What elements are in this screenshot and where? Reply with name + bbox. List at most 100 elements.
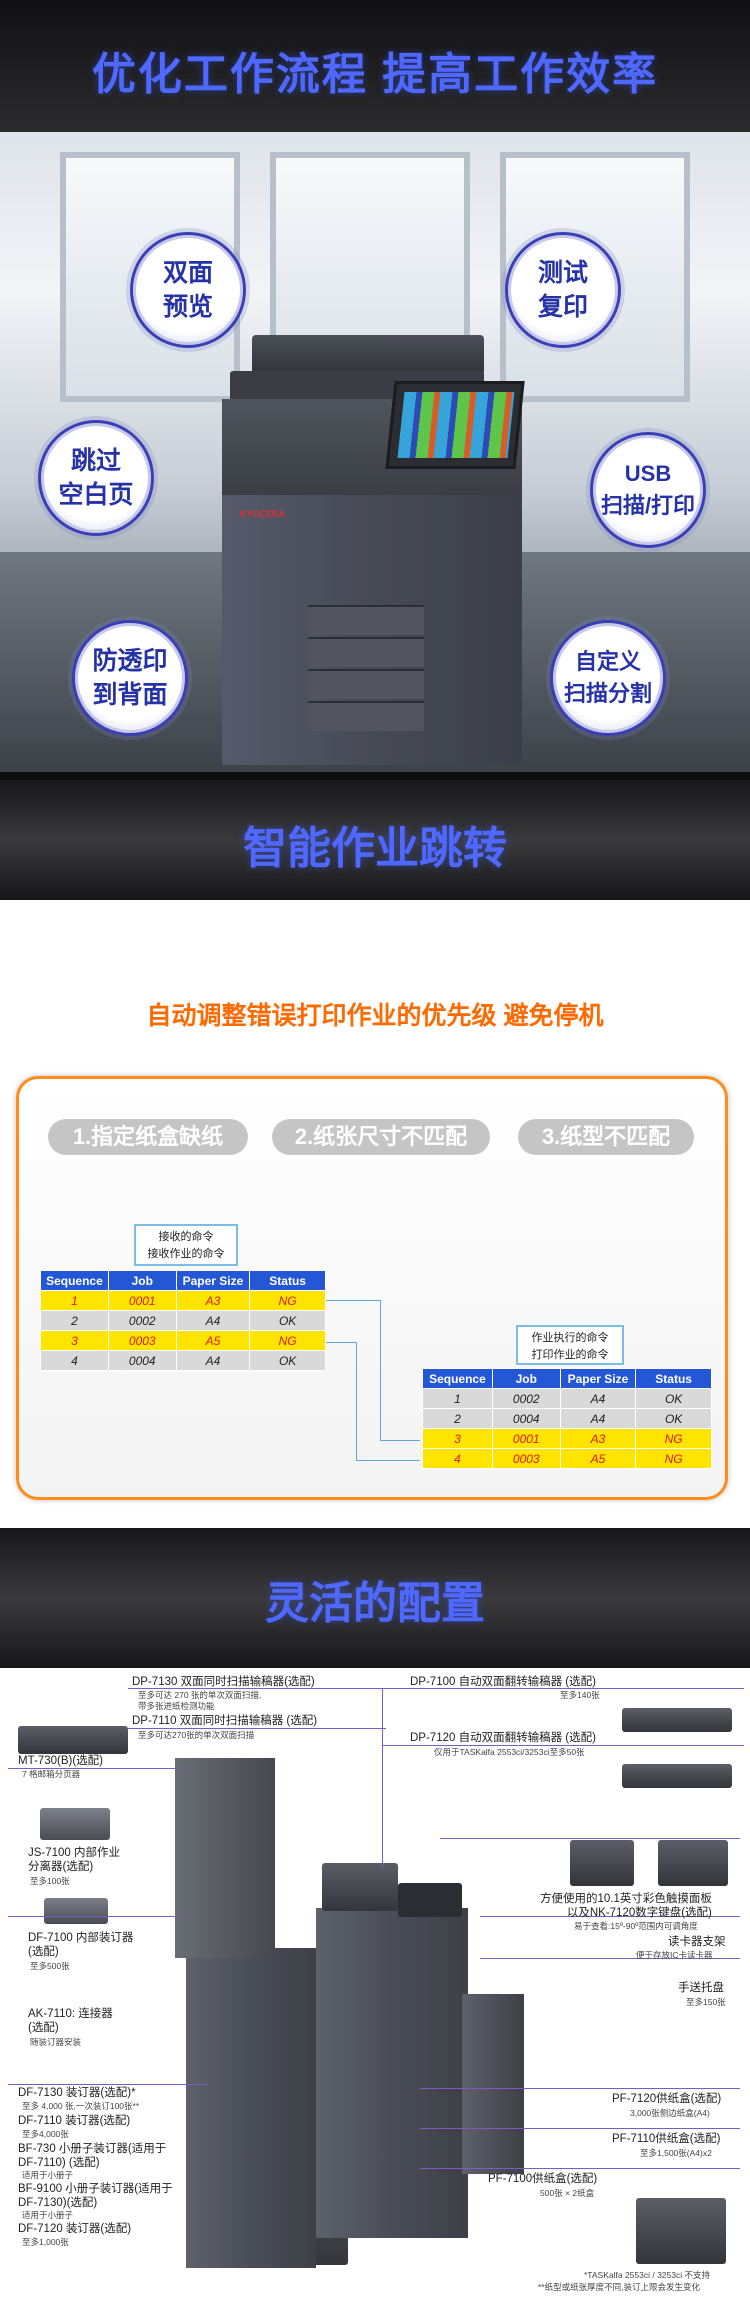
dp7120-label: DP-7120 自动双面翻转输稿器 (选配) <box>410 1732 596 1744</box>
table-cell: A4 <box>175 1310 251 1331</box>
feature-bubble-duplex-preview: 双面 预览 <box>130 232 246 348</box>
table-cell: 0003 <box>491 1448 561 1469</box>
dp7130-note: 至多可达 270 张的单次双面扫描, 带多张进纸检测功能 <box>138 1690 262 1711</box>
bf9100-note: 适用于小册子 <box>22 2210 74 2220</box>
feature-bubble-skip-blank: 跳过 空白页 <box>38 420 154 536</box>
table-cell: NG <box>249 1290 326 1311</box>
feature-bubble-custom-scan: 自定义 扫描分割 <box>550 620 666 736</box>
printer-paper-drawer <box>308 669 424 699</box>
callout-line <box>420 2128 740 2129</box>
mailbox-sorter-image <box>175 1758 275 1958</box>
callout-line <box>8 1916 178 1917</box>
table-cell: 4 <box>422 1448 493 1469</box>
table-header-row: Sequence Job Paper Size Status <box>40 1270 326 1291</box>
df7100-stapler-image <box>44 1898 108 1924</box>
js7100-label: JS-7100 内部作业 分离器(选配) <box>28 1847 121 1873</box>
reorder-connector <box>380 1440 420 1441</box>
callout-line <box>128 1688 386 1689</box>
bf730-note: 适用于小册子 <box>22 2170 74 2180</box>
pf7100-note: 500张 × 2纸盒 <box>540 2188 595 2198</box>
pf7100-label: PF-7100供纸盒(选配) <box>488 2173 598 2185</box>
table-cell: A4 <box>559 1388 637 1409</box>
table-cell: 2 <box>40 1310 109 1331</box>
js7100-note: 至多100张 <box>30 1876 70 1886</box>
mt730-label: MT-730(B)(选配) <box>18 1755 103 1767</box>
finisher-unit-image <box>186 1948 316 2268</box>
table-cell: OK <box>635 1408 712 1429</box>
table-row: 3 0003 A5 NG <box>40 1330 326 1351</box>
callout-line <box>420 2088 740 2089</box>
printer-paper-drawer <box>308 701 424 731</box>
printer-paper-drawer <box>308 605 424 635</box>
table-cell: A3 <box>559 1428 637 1449</box>
printer-touch-panel <box>385 381 525 469</box>
executed-commands-label: 作业执行的命令 <box>531 1332 609 1344</box>
table-row: 1 0002 A4 OK <box>422 1388 712 1409</box>
received-jobs-table: Sequence Job Paper Size Status 1 0001 A3… <box>40 1270 326 1371</box>
ak7110-label: AK-7110: 连接器 (选配) <box>28 2008 113 2034</box>
dp7130-label: DP-7130 双面同时扫描输稿器(选配) <box>132 1676 315 1688</box>
footnote-2: **纸型或纸张厚度不同,装订上限会发生变化 <box>538 2282 700 2292</box>
ak7110-note: 随装订器安装 <box>30 2037 82 2047</box>
table-cell: 0001 <box>491 1428 561 1449</box>
table-cell: 0002 <box>491 1388 561 1409</box>
pf7110-note: 至多1,500张(A4)x2 <box>640 2148 712 2158</box>
callout-line <box>8 1768 178 1769</box>
df7120-label: DF-7120 装订器(选配) <box>18 2223 132 2235</box>
table-cell: 0003 <box>107 1330 177 1351</box>
side-paper-feeder-image <box>462 1994 524 2174</box>
table-cell: A5 <box>175 1330 251 1351</box>
received-commands-label: 接收的命令 <box>158 1231 214 1243</box>
pf7120-note: 3,000张侧边纸盒(A4) <box>630 2108 710 2118</box>
table-cell: A3 <box>175 1290 251 1311</box>
feature-bubble-usb: USB 扫描/打印 <box>590 432 706 548</box>
configuration-diagram: DP-7130 双面同时扫描输稿器(选配) 至多可达 270 张的单次双面扫描,… <box>0 1668 750 2301</box>
touch-panel-detail-image <box>658 1840 728 1886</box>
bypass-tray-note: 至多150张 <box>686 1997 726 2007</box>
hero-title: 优化工作流程 提高工作效率 <box>91 50 659 99</box>
mt730-note: 7 格邮箱分页器 <box>22 1769 81 1779</box>
executed-jobs-label: 打印作业的命令 <box>531 1349 609 1361</box>
feature-label: 测试 复印 <box>537 259 588 321</box>
df7130-note: 至多 4,000 张,一次装订100张** <box>22 2101 140 2111</box>
error-case-pill: 2.纸张尺寸不匹配 <box>272 1119 490 1155</box>
pf7110-label: PF-7110供纸盒(选配) <box>612 2133 721 2145</box>
dp7110-note: 至多可达270张的单次双面扫描 <box>138 1730 255 1740</box>
column-header: Job <box>107 1270 177 1291</box>
table-cell: 3 <box>422 1428 493 1449</box>
reorder-connector <box>380 1300 381 1440</box>
table-cell: 0001 <box>107 1290 177 1311</box>
table-cell: OK <box>249 1310 326 1331</box>
table-cell: NG <box>635 1448 712 1469</box>
reorder-connector <box>326 1300 380 1301</box>
df7130-label: DF-7130 装订器(选配)* <box>18 2087 136 2099</box>
dp7100-feeder-image <box>622 1708 732 1732</box>
card-reader-note: 便于存放IC卡读卡器 <box>636 1950 713 1960</box>
section2-subtitle: 自动调整错误打印作业的优先级 避免停机 <box>146 1002 604 1030</box>
column-header: Job <box>491 1368 561 1389</box>
table-row: 4 0004 A4 OK <box>40 1350 326 1371</box>
table-cell: OK <box>635 1388 712 1409</box>
callout-line <box>440 1838 740 1839</box>
dp7100-note: 至多140张 <box>560 1690 600 1700</box>
pf7120-label: PF-7120供纸盒(选配) <box>612 2093 722 2105</box>
hero-section: 优化工作流程 提高工作效率 KYOCERA 双面 预览 测试 复印 跳过 空白页… <box>0 0 750 780</box>
callout-line <box>480 1916 740 1917</box>
table-cell: 1 <box>422 1388 493 1409</box>
table-cell: A4 <box>559 1408 637 1429</box>
footnote-1: *TASKalfa 2553ci / 3253ci 不支持 <box>584 2270 710 2280</box>
pf7100-cassette-image <box>636 2198 726 2264</box>
bf730-label: BF-730 小册子装订器(适用于 DF-7110) (选配) <box>18 2143 167 2169</box>
received-jobs-label: 接收作业的命令 <box>147 1248 225 1260</box>
column-header: Status <box>249 1270 326 1291</box>
card-reader-label: 读卡器支架 <box>668 1936 726 1948</box>
table-cell: 1 <box>40 1290 109 1311</box>
df7120-note: 至多1,000张 <box>22 2237 69 2247</box>
table-cell: A5 <box>559 1448 637 1469</box>
table-row: 1 0001 A3 NG <box>40 1290 326 1311</box>
section2-title-band <box>0 780 750 900</box>
main-scanner-image <box>322 1863 398 1911</box>
printer-paper-drawer <box>308 637 424 667</box>
dp7130-feeder-image <box>18 1726 128 1754</box>
section3-title-band <box>0 1528 750 1668</box>
